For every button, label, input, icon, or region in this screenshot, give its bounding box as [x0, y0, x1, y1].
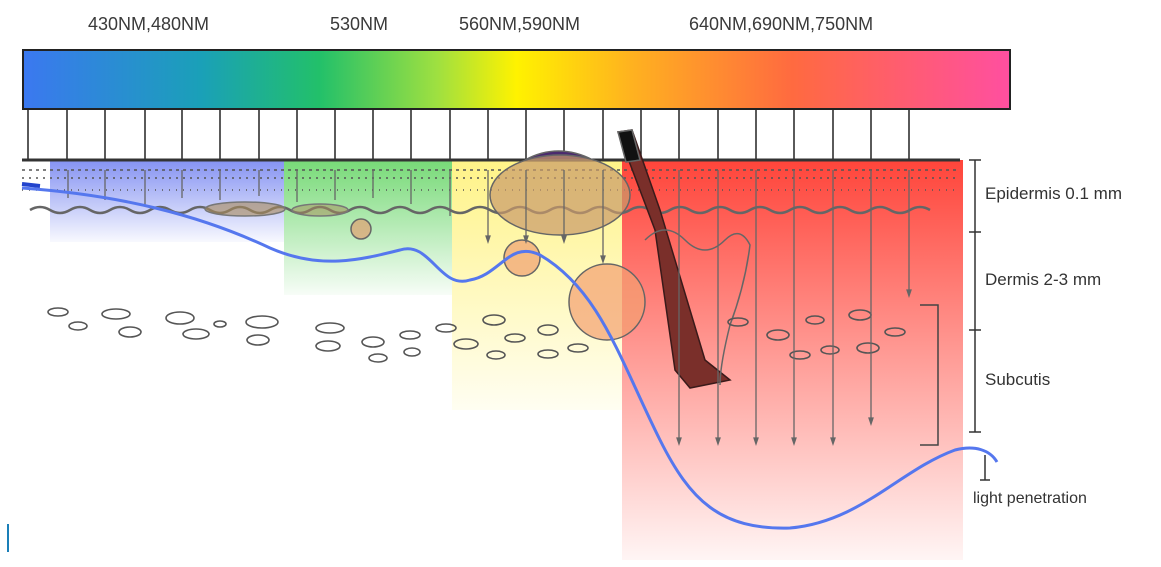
blue-light-zone: [50, 160, 284, 242]
wavelength-label-red: 640NM,690NM,750NM: [689, 14, 874, 34]
layer-label-subcutis: Subcutis: [985, 370, 1051, 389]
epidermis-sketch: [22, 158, 960, 217]
layer-label-epidermis: Epidermis 0.1 mm: [985, 184, 1122, 203]
layer-label-dermis: Dermis 2-3 mm: [985, 270, 1102, 289]
fat-cells: [47, 307, 906, 363]
layer-scale: [969, 159, 990, 481]
wavelength-label-blue: 430NM,480NM: [88, 14, 210, 34]
light-penetration-label: light penetration: [973, 490, 1087, 507]
depth-brackets: [920, 304, 939, 446]
penetration-curve: [21, 186, 999, 530]
penetration-arrows: [67, 170, 912, 447]
curve-start-marker: [21, 182, 41, 188]
skin-structures: [350, 129, 751, 389]
spectrum-bar: [22, 49, 1011, 110]
wavelength-label-yellow: 560NM,590NM: [459, 14, 581, 34]
spectrum-drop-lines: [27, 109, 910, 160]
wavelength-label-green: 530NM: [330, 14, 389, 34]
